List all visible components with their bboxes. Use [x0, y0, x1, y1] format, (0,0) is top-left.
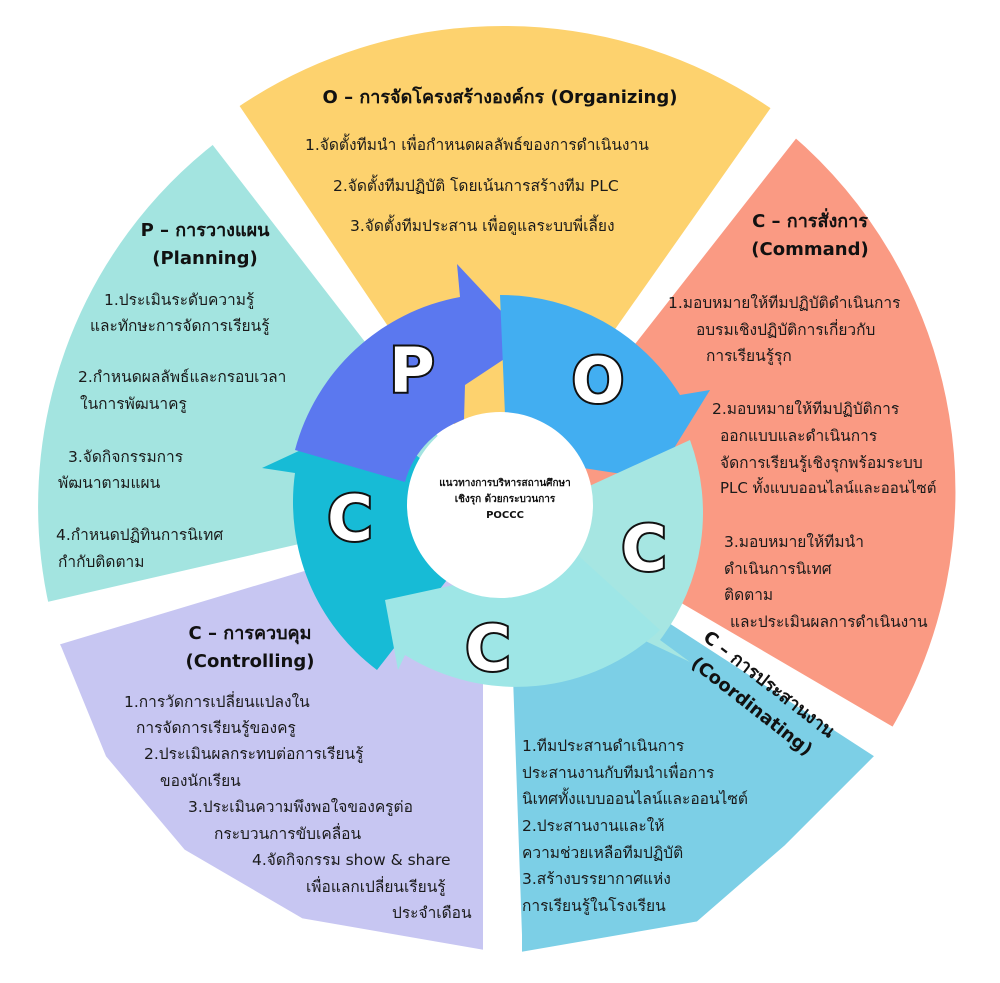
controlling-item-2b: ของนักเรียน: [160, 772, 241, 790]
coordinating-item-1b: ประสานงานกับทีมนำเพื่อการ: [522, 764, 715, 782]
controlling-item-4b: เพื่อแลกเปลี่ยนเรียนรู้: [306, 878, 446, 896]
controlling-item-1b: การจัดการเรียนรู้ของครู: [136, 719, 296, 737]
organizing-cycle-arrow: [500, 294, 710, 479]
letter-c-command: C: [621, 512, 667, 585]
letter-c-coordinating: C: [465, 612, 511, 685]
organizing-title: O – การจัดโครงสร้างองค์กร (Organizing): [322, 87, 678, 108]
command-title: C – การสั่งการ (Command): [715, 208, 905, 264]
letter-c-controlling: C: [327, 482, 373, 555]
planning-item-1a: 1.ประเมินระดับความรู้: [104, 291, 255, 309]
command-item-3b: ดำเนินการนิเทศ: [724, 560, 832, 578]
organizing-item-1: 1.จัดตั้งทีมนำ เพื่อกำหนดผลลัพธ์ของการดำ…: [305, 136, 649, 154]
controlling-title-line1: C – การควบคุม: [188, 623, 312, 644]
command-item-2a: 2.มอบหมายให้ทีมปฏิบัติการ: [712, 400, 900, 418]
planning-cycle-arrow: [295, 264, 530, 482]
letter-p: P: [389, 334, 434, 407]
command-item-3c: ติดตาม: [724, 586, 774, 604]
planning-item-1b: และทักษะการจัดการเรียนรู้: [90, 317, 270, 335]
planning-item-2a: 2.กำหนดผลลัพธ์และกรอบเวลา: [78, 368, 287, 386]
center-label-line3: POCCC: [486, 510, 524, 521]
coordinating-item-2b: ความช่วยเหลือทีมปฏิบัติ: [522, 844, 684, 862]
planning-item-4b: กำกับติดตาม: [58, 553, 145, 571]
planning-item-3b: พัฒนาตามแผน: [58, 474, 161, 492]
organizing-item-3: 3.จัดตั้งทีมประสาน เพื่อดูแลระบบพี่เลี้ย…: [350, 217, 615, 235]
controlling-item-4a: 4.จัดกิจกรรม show & share: [252, 851, 451, 869]
controlling-item-4c: ประจำเดือน: [392, 904, 472, 922]
command-item-2c: จัดการเรียนรู้เชิงรุกพร้อมระบบ: [720, 454, 923, 472]
planning-item-2b: ในการพัฒนาครู: [80, 395, 187, 413]
command-title-line1: C – การสั่งการ: [752, 211, 868, 232]
planning-title: P – การวางแผน (Planning): [110, 217, 300, 273]
center-label-line1: แนวทางการบริหารสถานศึกษา: [439, 478, 571, 489]
organizing-item-2: 2.จัดตั้งทีมปฏิบัติ โดยเน้นการสร้างทีม P…: [333, 177, 619, 195]
controlling-item-2a: 2.ประเมินผลกระทบต่อการเรียนรู้: [144, 745, 364, 763]
coordinating-cycle-arrow: [385, 548, 660, 687]
coordinating-item-1c: นิเทศทั้งแบบออนไลน์และออนไซต์: [522, 790, 748, 808]
planning-item-3a: 3.จัดกิจกรรมการ: [68, 448, 184, 466]
command-title-line2: (Command): [751, 238, 869, 260]
controlling-item-1a: 1.การวัดการเปลี่ยนแปลงใน: [124, 693, 310, 711]
letter-o: O: [572, 344, 625, 417]
command-sector: [493, 121, 970, 744]
planning-item-4a: 4.กำหนดปฏิทินการนิเทศ: [56, 526, 224, 544]
coordinating-item-1a: 1.ทีมประสานดำเนินการ: [522, 737, 685, 755]
controlling-item-3b: กระบวนการขับเคลื่อน: [214, 825, 362, 843]
controlling-item-3a: 3.ประเมินความพึงพอใจของครูต่อ: [188, 798, 413, 816]
controlling-title: C – การควบคุม (Controlling): [150, 620, 350, 676]
command-item-2b: ออกแบบและดำเนินการ: [720, 427, 878, 445]
command-item-3a: 3.มอบหมายให้ทีมนำ: [724, 533, 864, 551]
command-item-3d: และประเมินผลการดำเนินงาน: [730, 613, 928, 631]
coordinating-item-3a: 3.สร้างบรรยากาศแห่ง: [522, 870, 671, 888]
center-circle: [407, 412, 593, 598]
command-item-1b: อบรมเชิงปฏิบัติการเกี่ยวกับ: [696, 321, 876, 339]
command-item-1c: การเรียนรู้รุก: [706, 347, 792, 365]
command-item-2d: PLC ทั้งแบบออนไลน์และออนไซต์: [720, 479, 937, 497]
planning-title-line2: (Planning): [152, 247, 258, 269]
coordinating-item-3b: การเรียนรู้ในโรงเรียน: [522, 897, 666, 915]
coordinating-item-2a: 2.ประสานงานและให้: [522, 817, 665, 835]
center-label: แนวทางการบริหารสถานศึกษา เชิงรุก ด้วยกระ…: [420, 476, 590, 524]
center-label-line2: เชิงรุก ด้วยกระบวนการ: [454, 494, 556, 505]
organizing-sector: [222, 12, 788, 512]
controlling-title-line2: (Controlling): [185, 650, 315, 672]
planning-title-line1: P – การวางแผน: [140, 220, 270, 241]
command-item-1a: 1.มอบหมายให้ทีมปฏิบัติดำเนินการ: [668, 294, 901, 312]
